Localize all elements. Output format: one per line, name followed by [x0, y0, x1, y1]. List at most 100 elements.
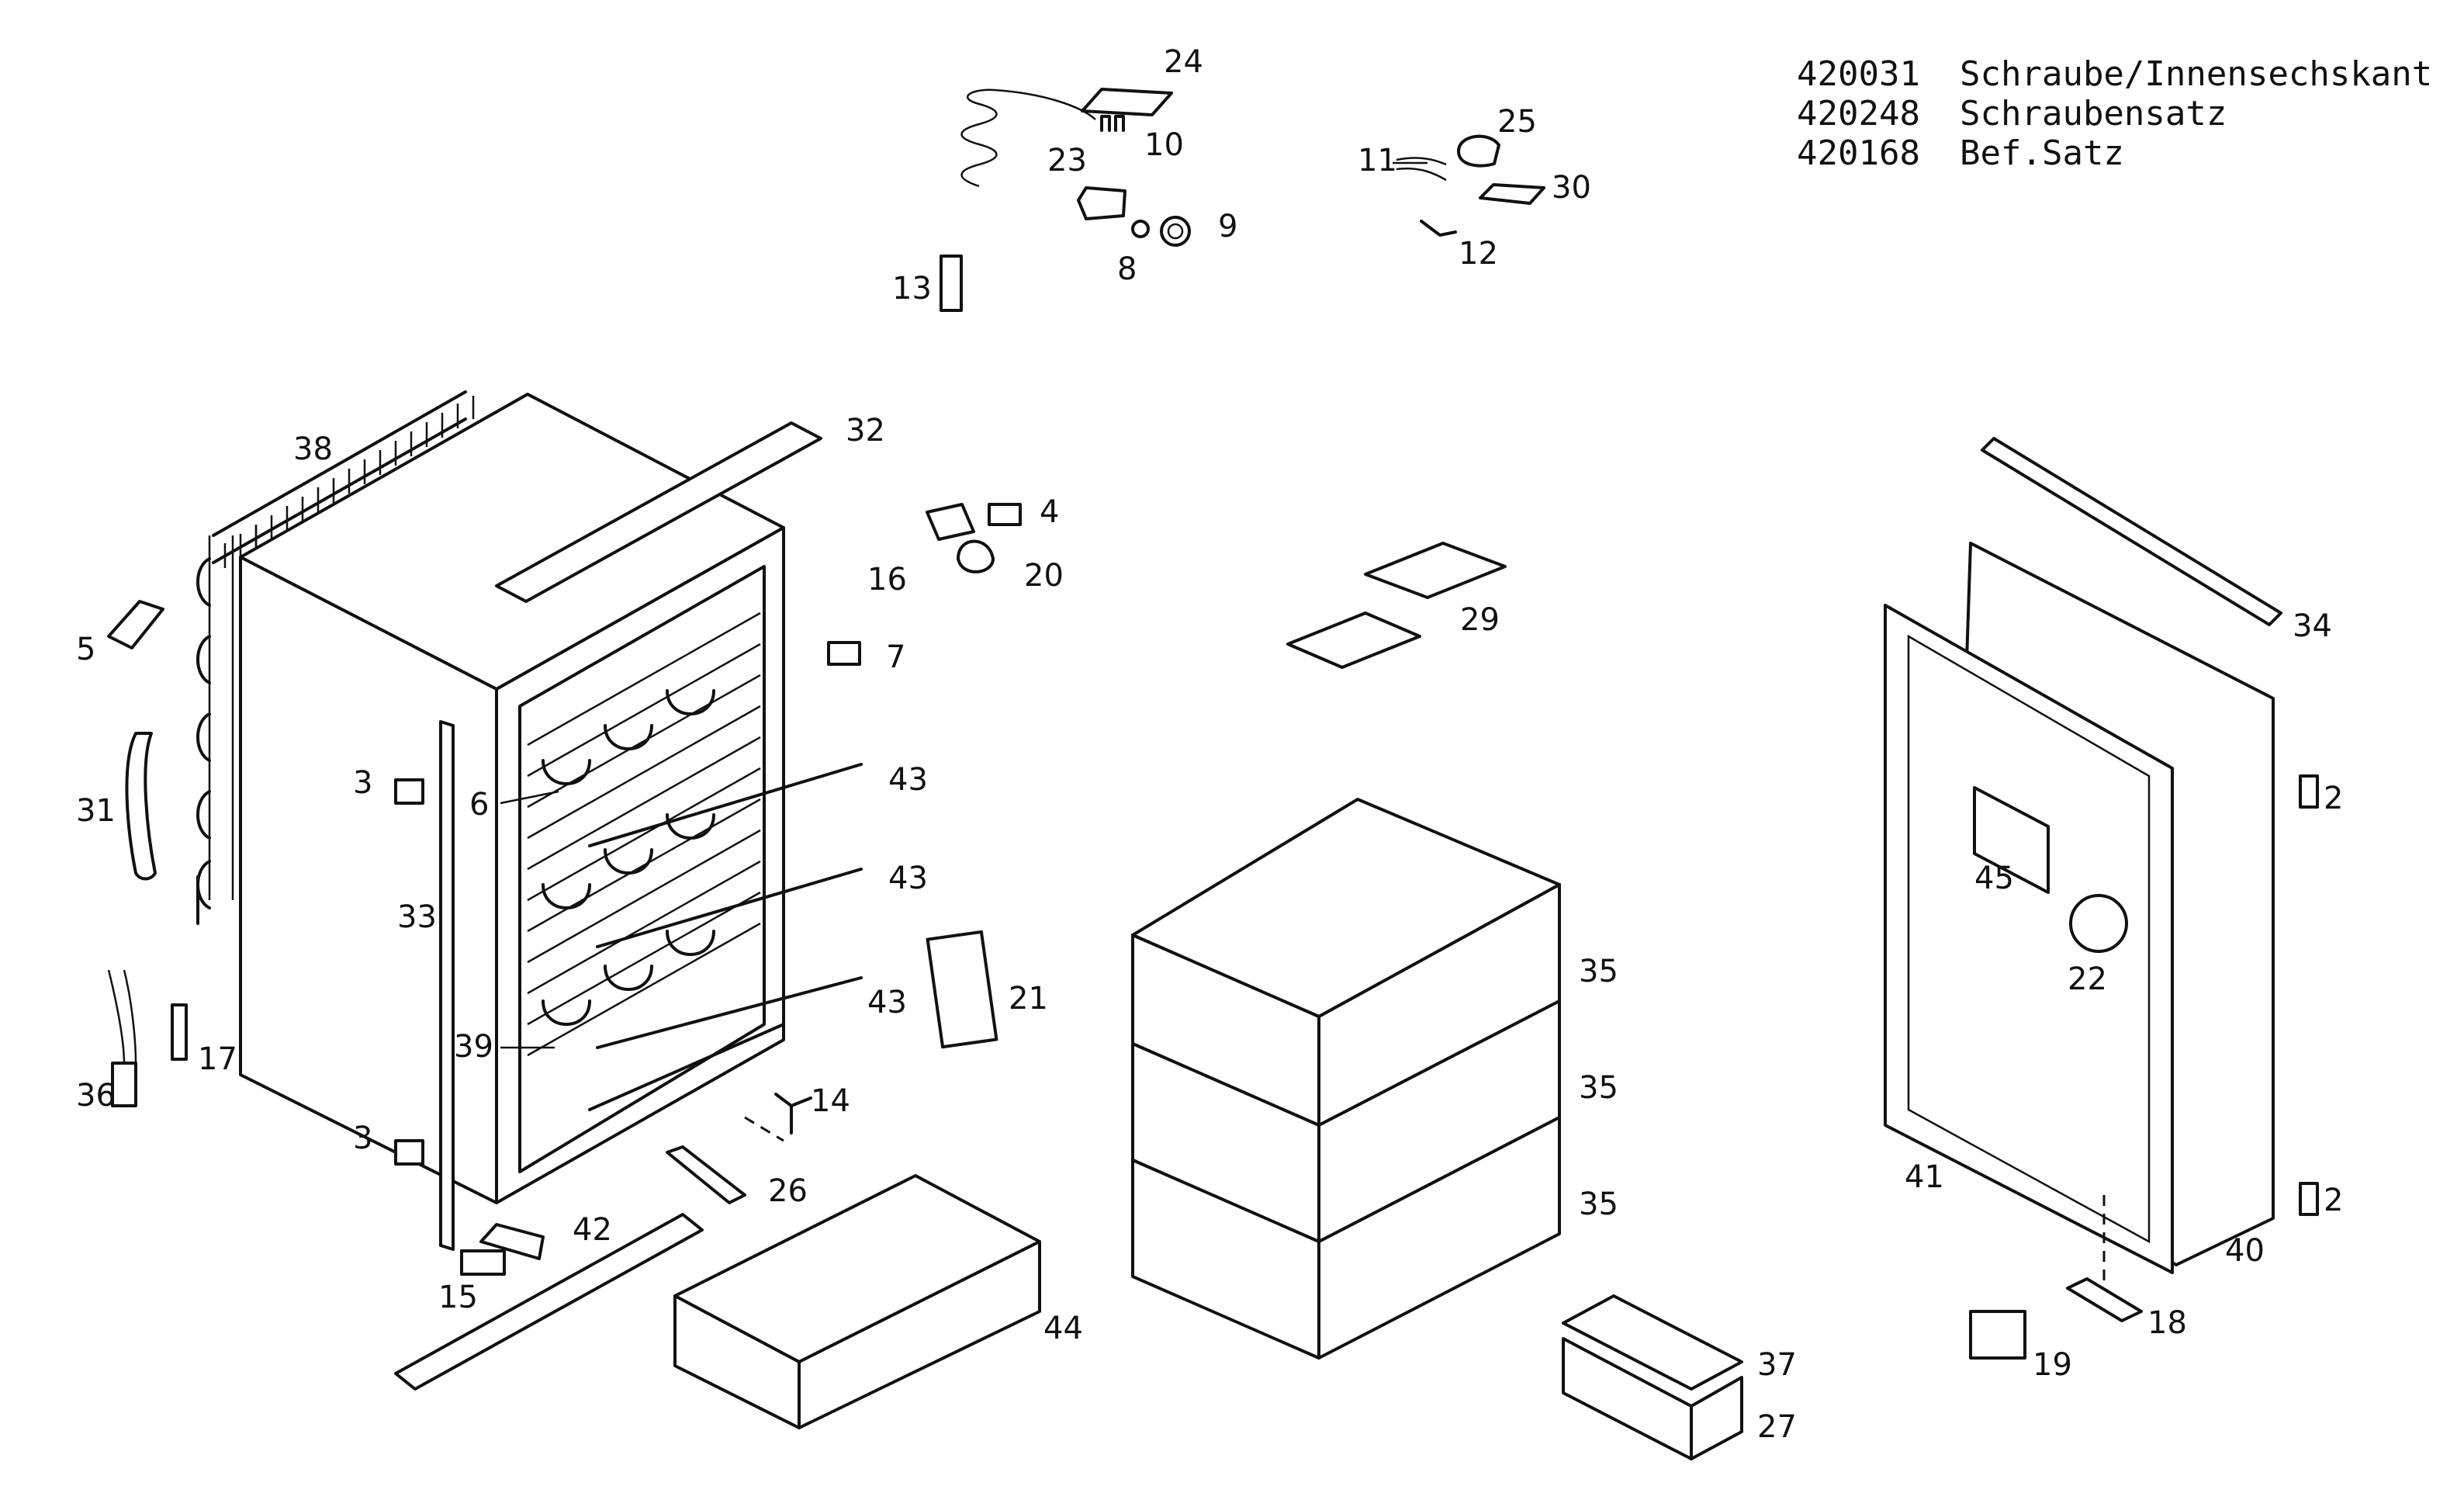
callout-2-upper: 2 — [2324, 781, 2343, 816]
callout-6: 6 — [469, 787, 489, 823]
callout-42: 42 — [573, 1212, 612, 1248]
parts-list-row: 420248 Schraubensatz — [1797, 94, 2433, 133]
callout-37: 37 — [1757, 1347, 1797, 1383]
callout-24: 24 — [1164, 44, 1203, 80]
part-5-bracket — [107, 600, 164, 650]
part-3-hinge-lower — [394, 1139, 424, 1166]
callout-8: 8 — [1117, 251, 1137, 287]
callout-10: 10 — [1144, 127, 1184, 163]
callout-21: 21 — [1009, 981, 1048, 1017]
part-code: 420248 — [1797, 94, 1920, 133]
part-19-hinge — [1969, 1310, 2026, 1360]
part-11-wire — [1396, 157, 1447, 182]
callout-33: 33 — [397, 899, 437, 935]
callout-labels: 24 10 23 9 8 13 25 11 30 12 38 32 4 20 1… — [76, 44, 2343, 1445]
part-23-thermostat — [1077, 186, 1126, 220]
part-33-strip — [439, 720, 455, 1251]
part-14-wingnut — [774, 1093, 812, 1135]
callout-9: 9 — [1218, 209, 1237, 244]
callout-23: 23 — [1047, 143, 1087, 178]
callout-43-bottom: 43 — [867, 985, 907, 1020]
callout-29: 29 — [1460, 602, 1500, 638]
parts-list-row: 420031 Schraube/Innensechskant — [1797, 54, 2433, 94]
part-36-wires — [107, 969, 137, 1064]
callout-36: 36 — [76, 1078, 116, 1114]
part-44-drawer — [673, 1174, 1041, 1429]
part-22-lock — [2069, 894, 2128, 953]
part-7-clip — [827, 641, 861, 666]
callout-20: 20 — [1024, 558, 1064, 594]
callout-43-middle: 43 — [888, 861, 928, 896]
part-10-clip — [1100, 115, 1125, 132]
part-20-cam — [957, 539, 995, 573]
parts-list: 420031 Schraube/Innensechskant 420248 Schr… — [1797, 54, 2433, 173]
callout-3-upper: 3 — [353, 765, 372, 801]
callout-45: 45 — [1974, 861, 2014, 896]
part-23-capillary — [960, 88, 1096, 188]
callout-11: 11 — [1358, 143, 1397, 178]
callout-40: 40 — [2225, 1233, 2265, 1269]
part-21-cover — [926, 930, 998, 1049]
part-8-washer — [1131, 220, 1150, 238]
callout-5: 5 — [76, 632, 95, 667]
part-35-drawers — [1131, 798, 1561, 1360]
callout-4: 4 — [1040, 494, 1059, 530]
part-45-label — [1973, 786, 2050, 894]
part-30-bracket — [1479, 183, 1545, 205]
part-description: Schraubensatz — [1960, 94, 2227, 133]
callout-31: 31 — [76, 793, 116, 829]
part-3-hinge-upper — [394, 778, 424, 805]
callout-2-lower: 2 — [2324, 1183, 2343, 1218]
refrigerator-cabinet — [196, 390, 863, 1251]
part-description: Bef.Satz — [1960, 133, 2124, 173]
part-12-contact — [1420, 220, 1457, 237]
cabinet-bottom-rail — [588, 1023, 785, 1111]
callout-19: 19 — [2033, 1347, 2072, 1383]
part-code: 420168 — [1797, 133, 1920, 173]
leader-lines — [500, 161, 1428, 1049]
thermostat-group — [940, 88, 1191, 312]
part-29-ice-packs — [1286, 542, 1507, 669]
part-code: 420031 — [1797, 54, 1920, 94]
callout-3-lower: 3 — [353, 1121, 372, 1156]
part-43-shelf-rails — [588, 763, 863, 1049]
hinge-parts — [744, 503, 1022, 1142]
callout-30: 30 — [1552, 170, 1591, 206]
part-24-cover — [1081, 88, 1173, 116]
part-16-hinge — [926, 503, 975, 541]
callout-43-top: 43 — [888, 762, 928, 798]
part-kickplate — [394, 1213, 704, 1391]
part-37-ice-tray — [1562, 1294, 1743, 1460]
part-18-plate — [2066, 1277, 2143, 1322]
part-4-block — [988, 503, 1022, 526]
door-group — [1884, 437, 2319, 1360]
callout-35-middle: 35 — [1579, 1070, 1618, 1106]
part-2-upper — [2299, 774, 2319, 809]
part-15-stop — [460, 1249, 506, 1276]
callout-41: 41 — [1905, 1159, 1944, 1195]
part-description: Schraube/Innensechskant — [1960, 54, 2433, 94]
callout-17: 17 — [198, 1041, 237, 1077]
part-39-evaporator — [527, 611, 761, 1057]
part-31-tube — [125, 732, 157, 881]
part-9-knob — [1160, 216, 1191, 247]
part-2-lower — [2299, 1182, 2319, 1216]
part-42-clip — [479, 1223, 545, 1260]
part-41-door — [1884, 604, 2174, 1274]
part-36-sensor — [111, 1062, 137, 1107]
part-32-rail — [495, 421, 822, 603]
callout-16: 16 — [867, 562, 907, 598]
callout-38: 38 — [293, 431, 333, 467]
callout-35-bottom: 35 — [1579, 1186, 1618, 1222]
callout-12: 12 — [1459, 236, 1498, 272]
callout-27: 27 — [1757, 1409, 1797, 1445]
bottom-parts — [394, 1145, 746, 1391]
part-25-cap — [1457, 134, 1500, 168]
callout-22: 22 — [2068, 961, 2107, 997]
lamp-switch-group — [1396, 134, 1545, 237]
callout-32: 32 — [846, 413, 885, 449]
part-13-holder — [940, 255, 963, 312]
callout-26: 26 — [768, 1173, 808, 1209]
callout-15: 15 — [438, 1280, 478, 1315]
